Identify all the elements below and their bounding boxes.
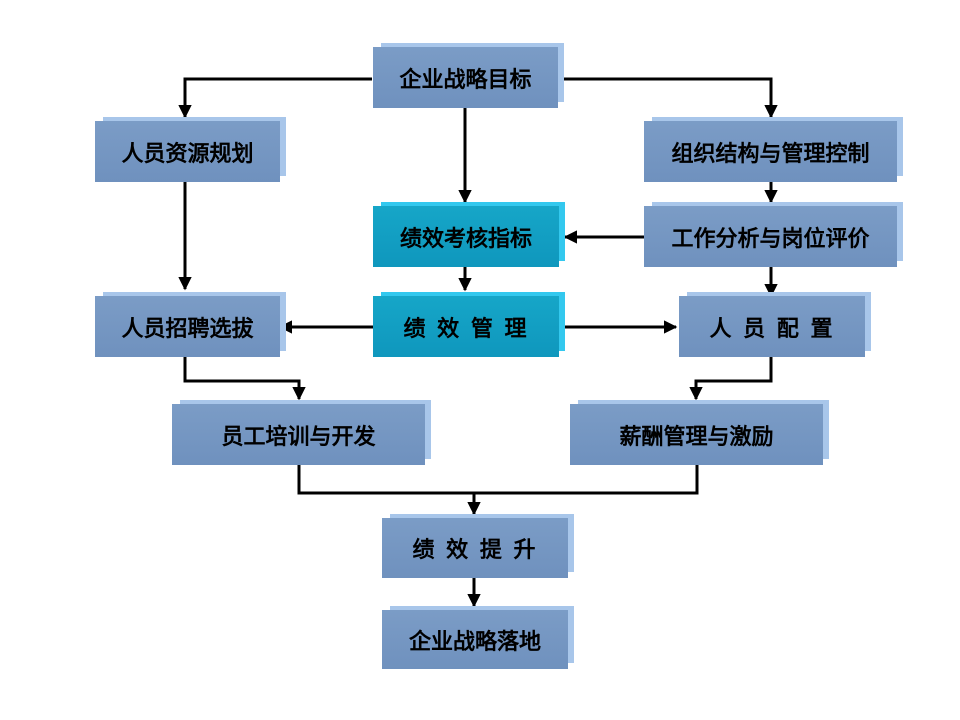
node-training: 员工培训与开发 bbox=[172, 404, 425, 465]
node-performance-improvement: 绩 效 提 升 bbox=[382, 518, 568, 578]
arrow-goal-to-org-structure bbox=[558, 77, 778, 119]
arrow-staffing-to-compensation bbox=[689, 357, 773, 401]
node-org-structure: 组织结构与管理控制 bbox=[644, 121, 897, 182]
node-recruitment: 人员招聘选拔 bbox=[95, 296, 280, 357]
line-training-merge bbox=[297, 464, 699, 495]
node-kpi: 绩效考核指标 bbox=[373, 206, 559, 267]
node-compensation: 薪酬管理与激励 bbox=[570, 404, 823, 465]
node-performance-management: 绩 效 管 理 bbox=[373, 296, 559, 357]
node-staffing: 人 员 配 置 bbox=[679, 296, 865, 357]
node-strategy-goal: 企业战略目标 bbox=[373, 47, 558, 108]
node-job-analysis: 工作分析与岗位评价 bbox=[644, 206, 897, 267]
node-strategy-landing: 企业战略落地 bbox=[382, 610, 568, 669]
arrow-goal-to-hr-planning bbox=[178, 77, 372, 119]
node-hr-planning: 人员资源规划 bbox=[95, 121, 280, 182]
arrow-recruitment-to-training bbox=[183, 357, 306, 401]
